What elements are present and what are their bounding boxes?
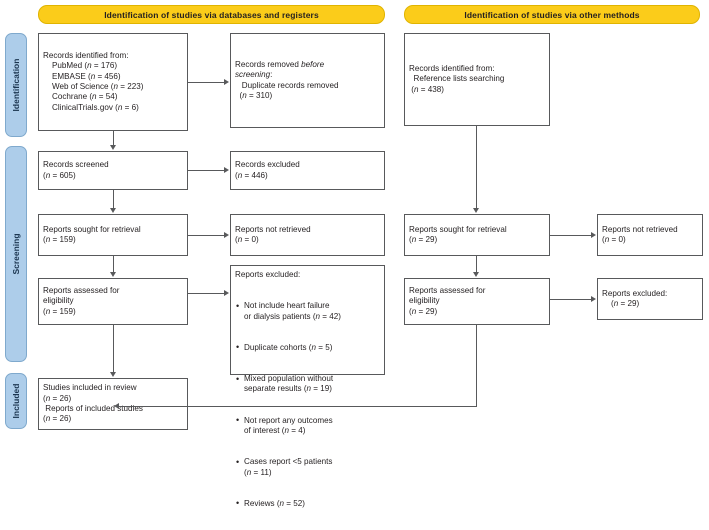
arrowhead-sought-to-not-retrieved [224,231,229,238]
records-identified-text: Records identified from: PubMed (n = 176… [43,50,144,112]
connector-identified-to-removed [188,82,225,83]
reports-not-retrieved-right-text: Reports not retrieved (n = 0) [602,224,678,244]
arrowhead-sought-right-to-not-retrieved [591,231,596,238]
records-excluded-text: Records excluded (n = 446) [235,160,300,180]
reports-assessed-left-text: Reports assessed for eligibility (n = 15… [43,285,120,316]
connector-assessed-to-excluded-detail [188,293,225,294]
box-records-excluded: Records excluded (n = 446) [230,151,385,190]
box-records-screened: Records screened (n = 605) [38,151,188,190]
arrowhead-screened-to-sought [109,208,116,213]
box-records-removed: Records removed before screening: Duplic… [230,33,385,128]
box-reports-sought-right: Reports sought for retrieval (n = 29) [404,214,550,256]
arrowhead-assessed-to-excluded-detail [224,289,229,296]
arrowhead-sought-right-to-assessed [472,272,479,277]
reports-excluded-right-text: Reports excluded: (n = 29) [602,288,668,308]
connector-assessed-right-to-excluded [550,299,592,300]
connector-identified-to-screened [113,131,114,146]
rail-included: Included [5,373,27,429]
box-reports-not-retrieved-right: Reports not retrieved (n = 0) [597,214,703,256]
reports-assessed-right-text: Reports assessed for eligibility (n = 29… [409,285,486,316]
rail-included-label: Included [11,383,21,419]
banner-databases-label: Identification of studies via databases … [104,9,319,20]
connector-screened-to-excluded [188,170,225,171]
connector-assessed-to-included [113,325,114,373]
box-reports-assessed-left: Reports assessed for eligibility (n = 15… [38,278,188,325]
reports-sought-right-text: Reports sought for retrieval (n = 29) [409,224,507,244]
prisma-flow-diagram: Identification of studies via databases … [0,0,709,439]
banner-databases-registers: Identification of studies via databases … [38,5,385,24]
list-item: Reviews (n = 52) [235,498,380,509]
studies-included-text: Studies included in review (n = 26) Repo… [43,383,143,424]
box-reports-excluded-right: Reports excluded: (n = 29) [597,278,703,320]
reports-excluded-title: Reports excluded: [235,270,301,279]
records-removed-text: Records removed before screening: Duplic… [235,59,339,100]
list-item: Cases report <5 patients (n = 11) [235,457,380,478]
arrowhead-assessed-right-to-excluded [591,295,596,302]
rail-identification-label: Identification [11,58,21,112]
rail-screening-label: Screening [11,233,21,275]
rail-screening: Screening [5,146,27,362]
connector-assessed-right-drop [476,325,477,407]
arrowhead-assessed-right-to-included [114,402,119,409]
box-reports-excluded-detail: Reports excluded: Not include heart fail… [230,265,385,509]
records-identified-other-text: Records identified from: Reference lists… [409,63,505,94]
box-records-identified-databases: Records identified from: PubMed (n = 176… [38,33,188,131]
list-item: Mixed population without separate result… [235,374,380,395]
connector-sought-to-not-retrieved [188,235,225,236]
connector-screened-to-sought [113,190,114,209]
box-studies-included: Studies included in review (n = 26) Repo… [38,378,188,430]
connector-other-identified-to-sought [476,126,477,209]
rail-identification: Identification [5,33,27,137]
box-reports-not-retrieved-left: Reports not retrieved (n = 0) [230,214,385,256]
banner-other-label: Identification of studies via other meth… [464,9,640,20]
banner-other-methods: Identification of studies via other meth… [404,5,700,24]
connector-sought-right-to-assessed [476,256,477,273]
arrowhead-assessed-to-included [109,372,116,377]
reports-not-retrieved-left-text: Reports not retrieved (n = 0) [235,224,311,244]
box-reports-sought-left: Reports sought for retrieval (n = 159) [38,214,188,256]
reports-sought-left-text: Reports sought for retrieval (n = 159) [43,224,141,244]
connector-sought-to-assessed [113,256,114,273]
list-item: Not report any outcomes of interest (n =… [235,415,380,437]
arrowhead-sought-to-assessed [109,272,116,277]
arrowhead-identified-to-removed [224,78,229,85]
records-screened-text: Records screened (n = 605) [43,160,109,180]
arrowhead-identified-to-screened [109,145,116,150]
arrowhead-screened-to-excluded [224,166,229,173]
box-records-identified-other: Records identified from: Reference lists… [404,33,550,126]
box-reports-assessed-right: Reports assessed for eligibility (n = 29… [404,278,550,325]
arrowhead-other-identified-to-sought [472,208,479,213]
list-item: Not include heart failure or dialysis pa… [235,301,380,322]
connector-sought-right-to-not-retrieved [550,235,592,236]
connector-assessed-right-to-included [119,406,476,407]
list-item: Duplicate cohorts (n = 5) [235,342,380,353]
